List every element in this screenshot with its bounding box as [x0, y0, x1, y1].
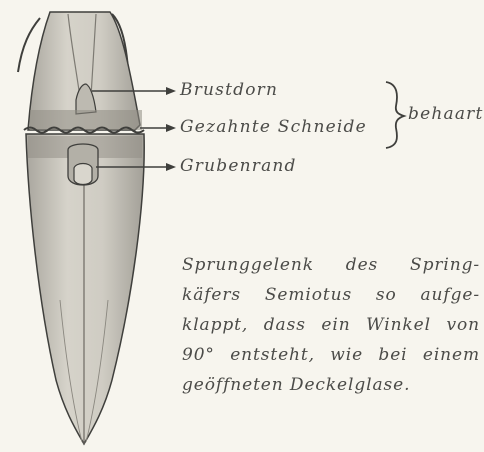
caption-line-3: klappt, dass ein Winkel von — [182, 310, 480, 340]
caption-line-2: käfers Semiotus so aufge- — [182, 280, 480, 310]
arrowhead-grubenrand — [166, 163, 176, 171]
pit-inner — [74, 164, 92, 185]
arrowhead-gezahnte-schneide — [166, 124, 176, 132]
caption-line-4: 90° entsteht, wie bei einem — [182, 340, 480, 370]
figure-caption: Sprunggelenk des Spring- käfers Semiotus… — [182, 250, 480, 400]
brace-behaart — [386, 82, 404, 148]
label-brustdorn: Brustdorn — [180, 80, 278, 100]
label-gezahnte-schneide: Gezahnte Schneide — [180, 117, 367, 137]
arrowhead-brustdorn — [166, 87, 176, 95]
caption-line-1: Sprunggelenk des Spring- — [182, 250, 480, 280]
label-behaart: behaart — [408, 104, 484, 124]
caption-line-5: geöffneten Deckelglase. — [182, 370, 480, 400]
label-grubenrand: Grubenrand — [180, 156, 297, 176]
